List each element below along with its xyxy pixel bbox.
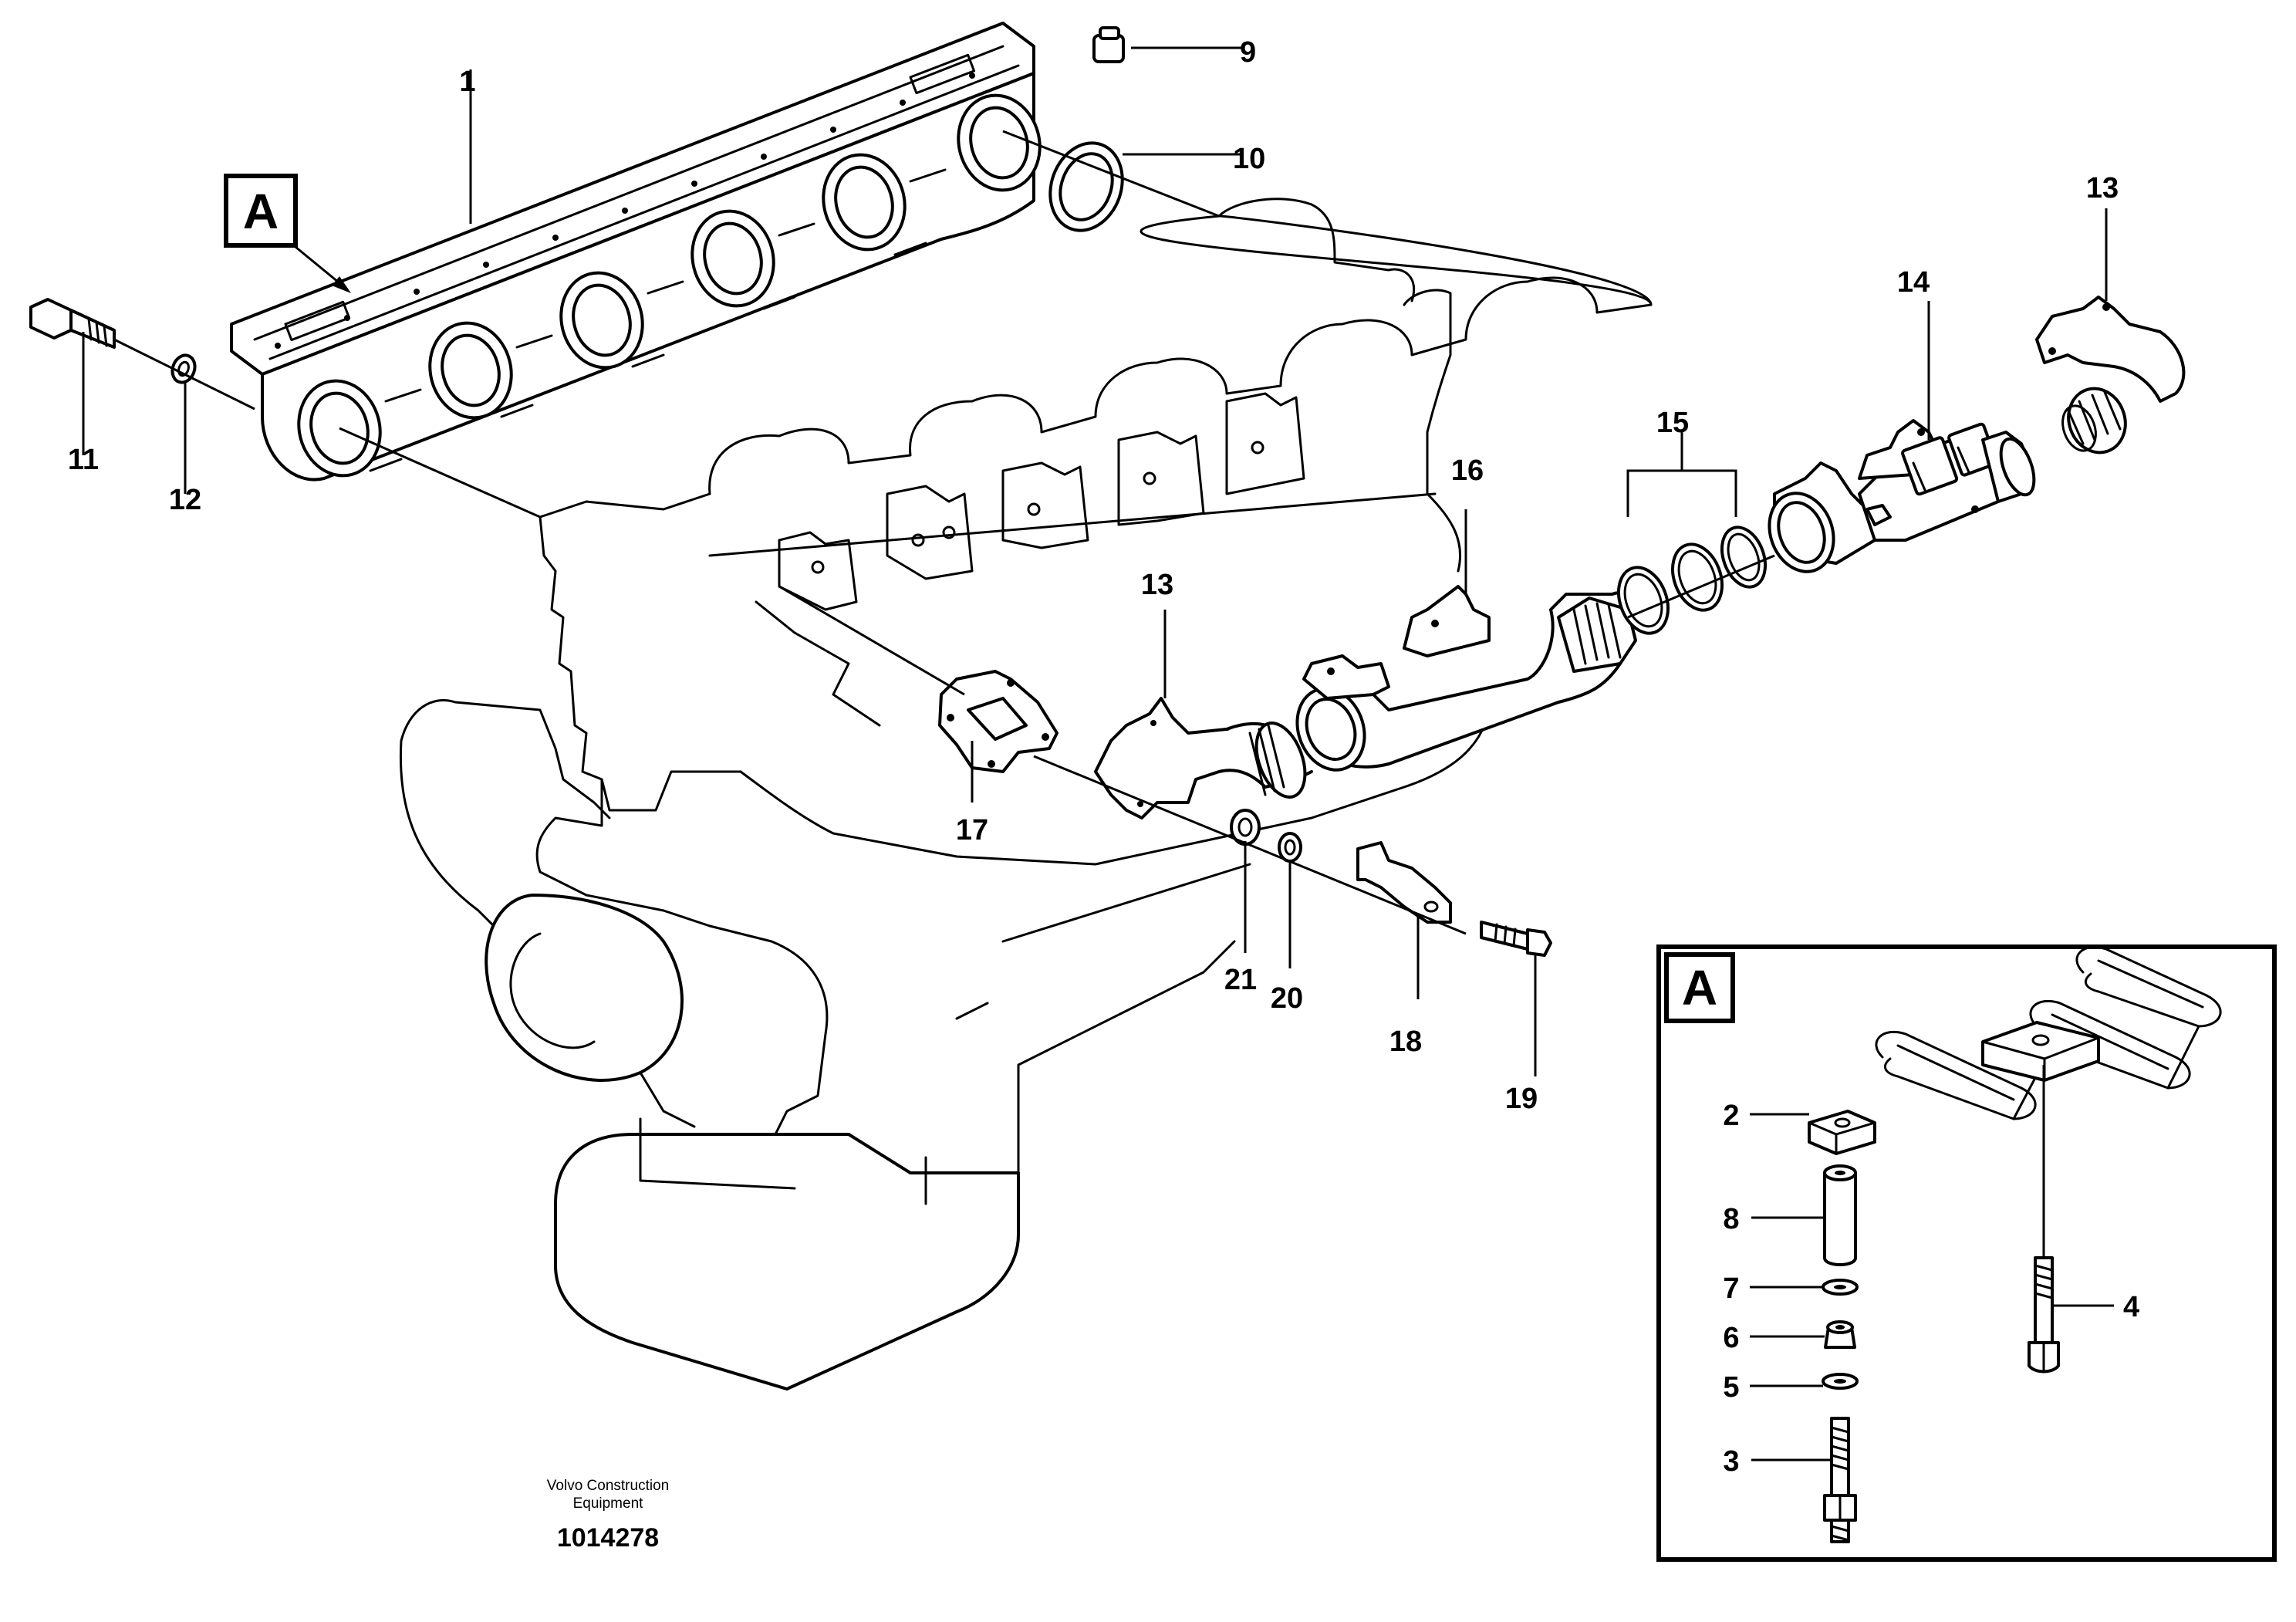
drawing-number: 1014278: [557, 1523, 659, 1553]
callout-15: 15: [1656, 407, 1689, 439]
callout-16: 16: [1451, 454, 1484, 487]
callout-4: 4: [2123, 1291, 2139, 1323]
callout-21: 21: [1224, 964, 1257, 996]
drawing-credit: Volvo Construction Equipment 1014278: [547, 1478, 669, 1553]
elbow-part-13-lower: [1094, 697, 1313, 819]
svg-text:A: A: [243, 184, 279, 239]
manifold-flange-bolt-holes: [275, 73, 975, 349]
washer-part-7: [1822, 1279, 1859, 1296]
engine-block: [399, 198, 1653, 1391]
callout-9: 9: [1240, 36, 1256, 69]
manifold-ports: [297, 93, 1042, 478]
credit-line-2: Equipment: [573, 1495, 644, 1512]
inset-detail-a: A: [1656, 944, 2277, 1562]
callout-11: 11: [68, 444, 99, 476]
exhaust-manifold-part-1: [230, 22, 1042, 482]
gasket-part-17: [938, 670, 1059, 773]
nut-block-part-2: [1808, 1110, 1876, 1155]
callout-1: 1: [459, 66, 475, 98]
callout-20: 20: [1271, 982, 1303, 1015]
sleeve-part-8: [1823, 1164, 1857, 1266]
callout-labels: 1 9 10 11 12 13 14 15 16 13 17 21 20 18 …: [68, 36, 2139, 1478]
bracket-part-18: [1356, 841, 1452, 924]
bolt-part-11: [29, 298, 116, 349]
bolt-part-19: [1480, 921, 1552, 957]
plug-part-9: [1092, 26, 1125, 63]
exhaust-port-flanges: [778, 392, 1305, 611]
washer-part-5: [1822, 1373, 1859, 1390]
callout-13-lower: 13: [1141, 569, 1173, 601]
nut-part-6: [1824, 1320, 1856, 1349]
pipe-part-14: [1768, 419, 2036, 573]
bolt-part-4: [2028, 1256, 2060, 1374]
seal-ring-part-10: [1048, 141, 1124, 232]
callout-19: 19: [1505, 1083, 1538, 1115]
callout-2: 2: [1723, 1100, 1739, 1132]
leader-lines: [82, 46, 2108, 1076]
callout-18: 18: [1389, 1026, 1422, 1058]
callout-8: 8: [1723, 1203, 1739, 1235]
credit-line-1: Volvo Construction: [547, 1478, 669, 1494]
heat-shield-loops: [1875, 945, 2222, 1120]
callout-14: 14: [1897, 266, 1930, 299]
callout-12: 12: [169, 484, 201, 516]
callout-6: 6: [1723, 1322, 1739, 1354]
detail-marker-a: A: [224, 174, 351, 293]
elbow-part-13-upper: [2035, 296, 2186, 454]
callout-3: 3: [1723, 1445, 1739, 1478]
callout-7: 7: [1723, 1272, 1739, 1305]
callout-13-upper: 13: [2086, 172, 2119, 204]
callout-10: 10: [1233, 143, 1265, 175]
seal-rings-part-15: [1617, 525, 1768, 635]
callout-17: 17: [956, 814, 988, 846]
pipe-part-16: [1295, 585, 1637, 772]
callout-5: 5: [1723, 1371, 1739, 1404]
washer-part-20: [1278, 832, 1302, 863]
svg-text:A: A: [1682, 960, 1717, 1015]
stud-part-3: [1823, 1417, 1857, 1543]
